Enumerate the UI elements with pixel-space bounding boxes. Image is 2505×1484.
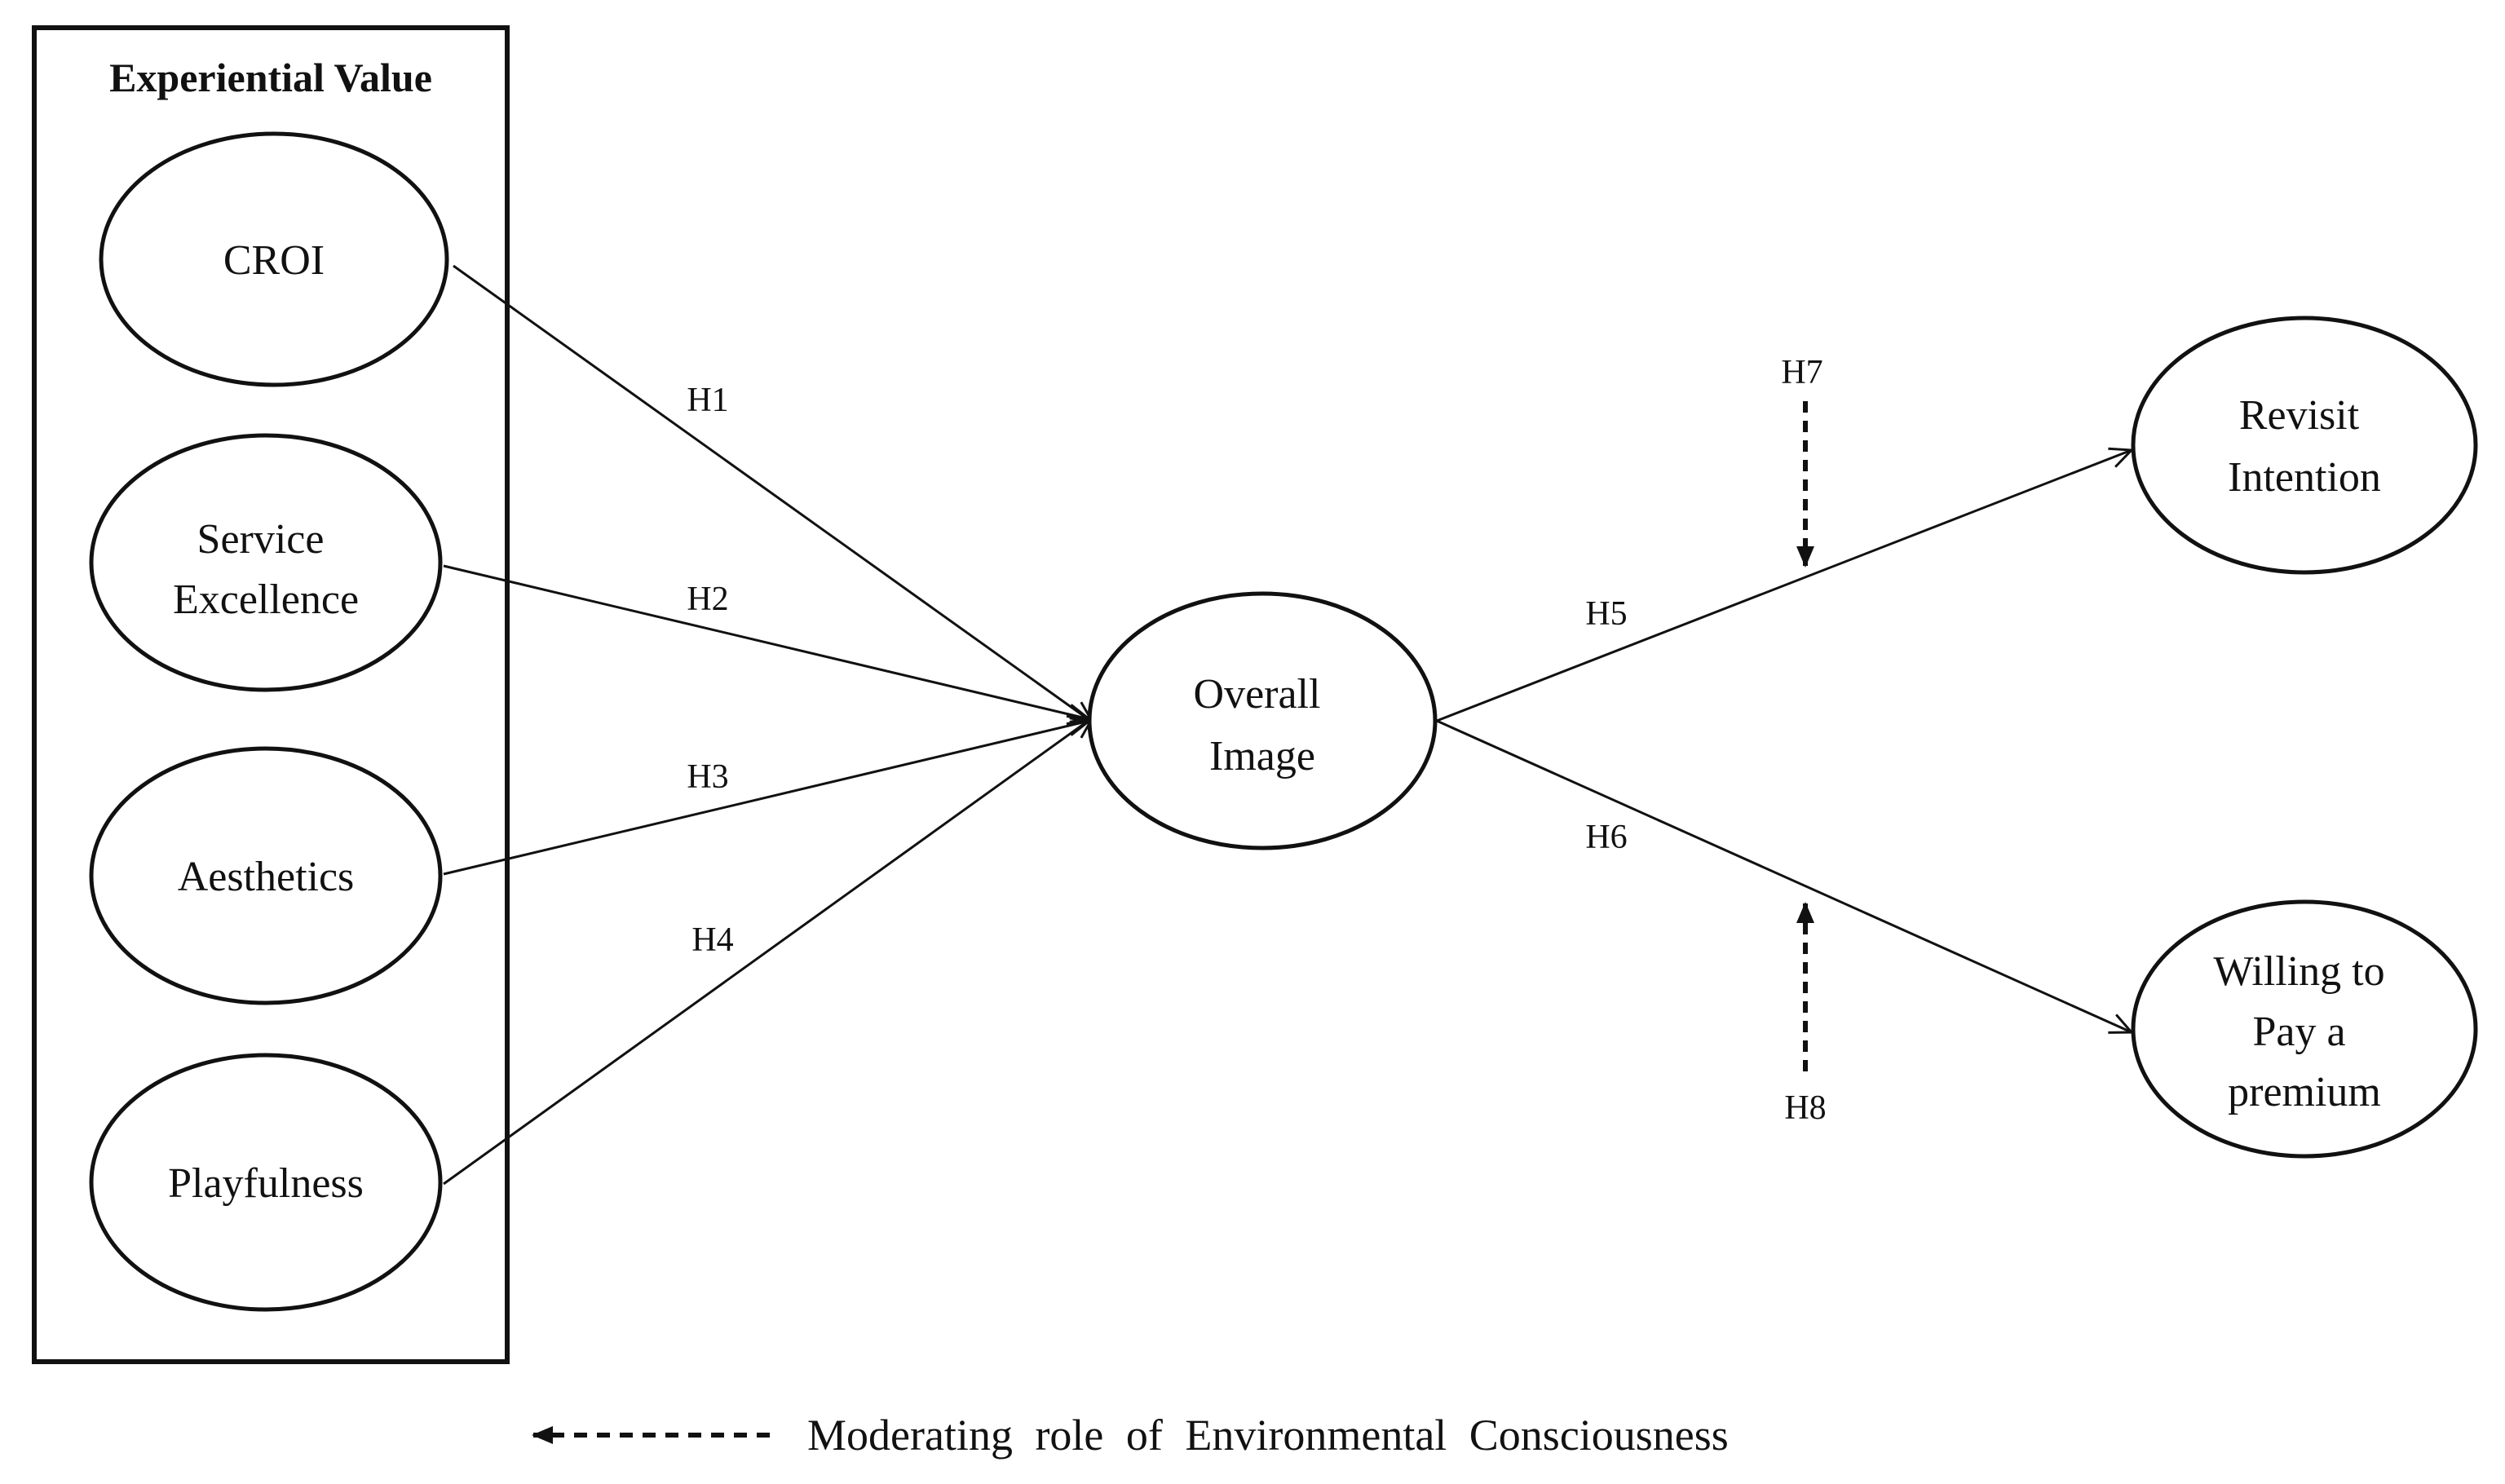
croi-label: CROI xyxy=(223,237,325,284)
h5-path xyxy=(1436,447,2135,722)
revisit-intention-label: Revisit Intention xyxy=(2228,392,2381,501)
aesthetics-label: Aesthetics xyxy=(178,854,355,900)
willing-to-pay-label: Willing to Pay a premium xyxy=(2213,948,2395,1115)
h4-path xyxy=(443,715,1095,1186)
experiential-value-title: Experiential Value xyxy=(109,55,432,100)
willing-to-pay-line-3: premium xyxy=(2228,1069,2381,1115)
h2-label: H2 xyxy=(687,581,728,618)
h6-path xyxy=(1436,719,2135,1034)
croi-node xyxy=(99,131,449,387)
service-excellence-node xyxy=(89,433,443,692)
overall-image-label: Overall Image xyxy=(1194,671,1332,780)
h1-label: H1 xyxy=(687,382,728,419)
service-excellence-line-2: Excellence xyxy=(173,576,359,623)
overall-image-node xyxy=(1087,591,1438,850)
h2-path xyxy=(443,564,1093,726)
revisit-intention-line-1: Revisit xyxy=(2239,392,2360,439)
h1-path xyxy=(453,264,1095,725)
willing-to-pay-line-1: Willing to xyxy=(2213,948,2384,995)
legend-label: Moderating role of Environmental Conscio… xyxy=(807,1411,1729,1460)
h3-path xyxy=(443,714,1093,876)
aesthetics-node xyxy=(89,746,443,1005)
service-excellence-label: Service Excellence xyxy=(173,516,359,623)
playfulness-label: Playfulness xyxy=(168,1160,364,1207)
service-excellence-line-1: Service xyxy=(197,516,325,563)
overall-image-line-2: Image xyxy=(1209,733,1315,780)
h5-label: H5 xyxy=(1585,595,1627,633)
overall-image-line-1: Overall xyxy=(1194,671,1321,718)
playfulness-node xyxy=(89,1053,443,1312)
willing-to-pay-line-2: Pay a xyxy=(2252,1009,2345,1055)
revisit-intention-node xyxy=(2131,316,2478,575)
h6-label: H6 xyxy=(1585,819,1627,856)
h4-label: H4 xyxy=(691,921,733,959)
h3-label: H3 xyxy=(687,758,728,796)
h8-label: H8 xyxy=(1784,1089,1826,1127)
revisit-intention-line-2: Intention xyxy=(2228,454,2381,501)
experiential-value-box xyxy=(32,25,510,1364)
h7-label: H7 xyxy=(1781,354,1822,391)
willing-to-pay-node xyxy=(2131,899,2478,1159)
